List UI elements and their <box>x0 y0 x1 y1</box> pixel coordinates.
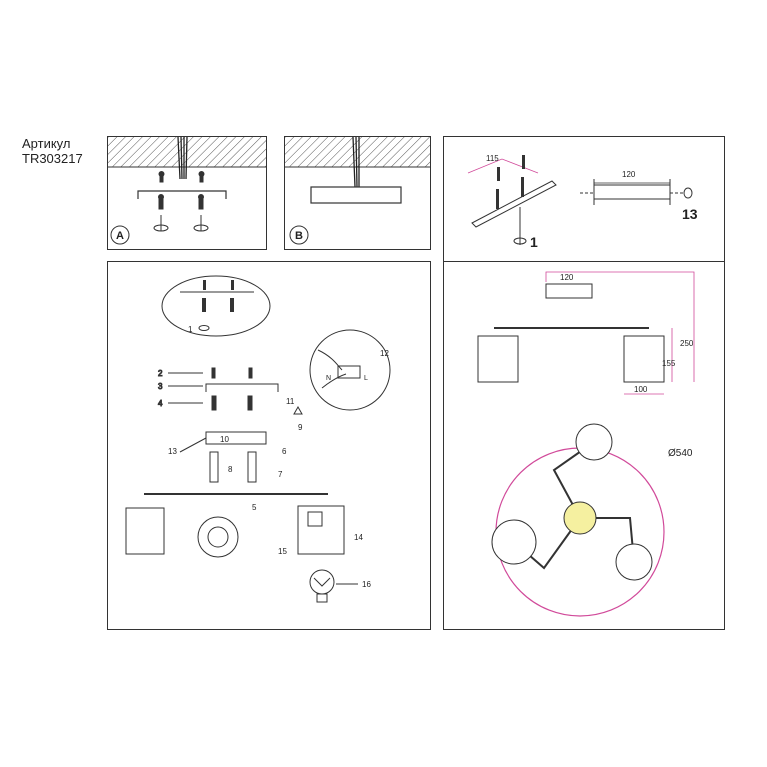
label-1: 1 <box>530 234 538 250</box>
svg-text:12: 12 <box>380 349 389 358</box>
article-label: Артикул <box>22 136 71 151</box>
label-13: 13 <box>682 206 698 222</box>
side-plate: 120 <box>580 170 693 205</box>
svg-text:10: 10 <box>220 435 229 444</box>
dim-115: 115 <box>467 154 539 174</box>
panel-a: A <box>107 136 267 250</box>
svg-text:L: L <box>364 375 368 382</box>
shade-top-1 <box>575 423 613 461</box>
badge-b <box>289 225 309 245</box>
canopy <box>310 186 402 204</box>
badge-b-text: B <box>295 230 303 242</box>
svg-text:9: 9 <box>298 423 303 432</box>
detail-bubble <box>161 275 271 337</box>
svg-text:250: 250 <box>680 339 694 348</box>
svg-text:6: 6 <box>282 447 287 456</box>
svg-text:14: 14 <box>354 533 363 542</box>
screw-1 <box>513 207 527 245</box>
svg-text:Ø540: Ø540 <box>668 448 693 459</box>
svg-text:115: 115 <box>486 154 499 163</box>
anchor-bolts <box>158 171 205 183</box>
panel-b-drawing: B <box>285 136 430 245</box>
ceiling-hatch <box>285 137 430 167</box>
shade-top-3 <box>491 519 537 565</box>
panel-mount: 115 1 120 13 <box>443 136 725 262</box>
svg-text:120: 120 <box>622 170 636 179</box>
shade-top-2 <box>615 543 653 581</box>
shade-left <box>125 507 165 555</box>
panel-dimensions: 120 250 155 100 Ø540 <box>443 261 725 630</box>
svg-text:7: 7 <box>278 470 283 479</box>
panel-a-drawing: A <box>108 136 266 245</box>
mounting-bracket <box>137 190 227 199</box>
canopy-top <box>563 501 597 535</box>
svg-text:5: 5 <box>252 503 257 512</box>
svg-text:100: 100 <box>634 385 648 394</box>
svg-text:13: 13 <box>168 447 177 456</box>
shade-left-side <box>477 335 519 383</box>
wires <box>352 136 360 188</box>
svg-text:11: 11 <box>286 397 295 406</box>
article-code: TR303217 <box>22 151 83 166</box>
svg-text:15: 15 <box>278 547 287 556</box>
svg-text:2: 2 <box>158 369 163 378</box>
rods <box>209 451 257 483</box>
svg-text:3: 3 <box>158 382 163 391</box>
terminal <box>317 349 361 389</box>
screws <box>158 194 204 210</box>
svg-text:155: 155 <box>662 359 676 368</box>
panel-assembly: 1 2 3 4 N L 12 11 10 9 13 6 <box>107 261 431 630</box>
panel-b: B <box>284 136 431 250</box>
wires <box>177 136 188 180</box>
panel-assembly-drawing: 1 2 3 4 N L 12 11 10 9 13 6 <box>125 275 391 603</box>
panel-mount-drawing: 115 1 120 13 <box>467 154 698 250</box>
exploded-parts: 2 3 4 <box>158 367 279 411</box>
article-block: Артикул TR303217 <box>22 136 83 166</box>
svg-text:120: 120 <box>560 273 574 282</box>
svg-text:N: N <box>326 375 331 382</box>
svg-text:1: 1 <box>188 325 193 334</box>
badge-a-text: A <box>116 230 124 242</box>
bulb <box>309 569 335 595</box>
bracket-perspective <box>471 180 557 228</box>
crossbar <box>205 431 267 445</box>
bolts <box>496 155 525 209</box>
svg-text:4: 4 <box>158 399 163 408</box>
badge-a <box>110 225 130 245</box>
panel-dimensions-drawing: 120 250 155 100 Ø540 <box>477 271 695 617</box>
bubble-bolts <box>180 280 254 312</box>
rotation-arrows <box>153 215 209 232</box>
canopy-side <box>545 283 593 299</box>
svg-text:16: 16 <box>362 580 371 589</box>
shade-right-side <box>623 335 665 383</box>
svg-text:8: 8 <box>228 465 233 474</box>
